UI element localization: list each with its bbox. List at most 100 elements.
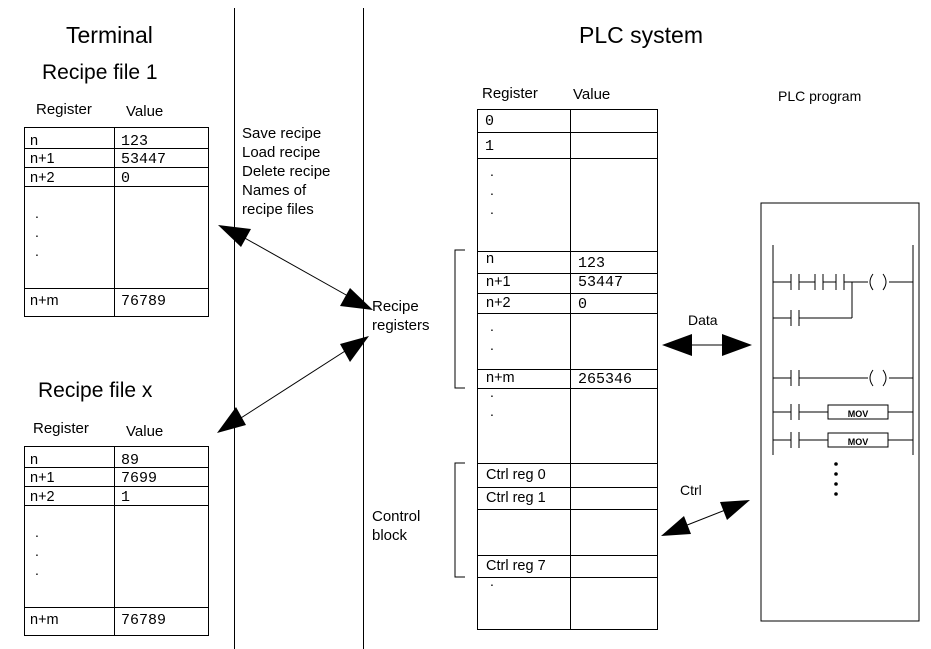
value-cell: 89	[121, 452, 140, 469]
register-cell: n+1	[30, 151, 55, 167]
table-row-divider	[478, 369, 657, 370]
table-row-divider	[478, 132, 657, 133]
table-column-divider	[114, 128, 115, 316]
register-cell: Ctrl reg 7	[486, 558, 546, 574]
value-cell: 123	[121, 133, 149, 150]
operation-line: Load recipe	[242, 144, 321, 161]
table-row: n	[30, 133, 38, 149]
ladder-branch	[773, 282, 853, 326]
value-cell: 1	[121, 489, 131, 506]
mov-block-label: MOV	[848, 409, 869, 419]
ladder-rung-3	[773, 404, 913, 420]
file1-register-header: Register	[36, 101, 92, 118]
plc-left-border	[363, 8, 364, 649]
continuation-dots: ...	[35, 524, 39, 578]
table-row-divider	[25, 186, 208, 187]
register-cell: 0	[485, 113, 495, 130]
value-cell: 0	[578, 296, 588, 313]
table-row-divider	[478, 158, 657, 159]
control-block-bracket	[454, 462, 465, 578]
transfer-arrow-file1	[218, 225, 373, 310]
operation-line: Names of	[242, 182, 307, 199]
operation-line: recipe files	[242, 201, 314, 218]
recipe-registers-bracket	[454, 249, 465, 389]
register-cell: n+m	[486, 370, 515, 386]
table-row-divider	[25, 148, 208, 149]
register-cell: n	[486, 251, 495, 267]
ladder-rung-4	[773, 432, 913, 448]
mov-block-label: MOV	[848, 437, 869, 447]
plc-register-table: 0 1 ... n 123 n+1 53447 n+2 0 .. n+m 265…	[477, 109, 658, 630]
ladder-continuation-dots	[834, 462, 838, 496]
table-row-divider	[25, 607, 208, 608]
terminal-right-border	[234, 8, 235, 649]
filex-value-header: Value	[126, 423, 164, 440]
table-row-divider	[478, 577, 657, 578]
filex-register-header: Register	[33, 420, 89, 437]
recipe-file-1-title: Recipe file 1	[42, 61, 158, 84]
register-cell: Ctrl reg 1	[486, 490, 546, 506]
table-row-divider	[478, 463, 657, 464]
terminal-title: Terminal	[66, 22, 153, 48]
table-column-divider	[114, 447, 115, 635]
value-cell: 265346	[578, 371, 633, 388]
table-row-divider	[478, 555, 657, 556]
register-cell: n+1	[486, 274, 511, 290]
register-cell: n+1	[30, 470, 55, 486]
recipe-operations-label: Save recipe Load recipe Delete recipe Na…	[242, 124, 330, 219]
value-cell: 123	[578, 255, 606, 272]
value-cell: 53447	[578, 274, 624, 291]
continuation-dots: ..	[490, 318, 494, 353]
file1-value-header: Value	[126, 103, 164, 120]
table-row-divider	[25, 486, 208, 487]
register-cell: n+2	[30, 170, 55, 186]
table-row-divider	[478, 293, 657, 294]
plc-program-box	[760, 202, 920, 622]
table-row-divider	[478, 487, 657, 488]
register-cell: n+2	[30, 489, 55, 505]
ctrl-arrow	[661, 500, 750, 536]
value-cell: 53447	[121, 151, 167, 168]
continuation-dots: .	[490, 573, 494, 589]
recipe-file-x-title: Recipe file x	[38, 379, 153, 402]
recipe-file-x-table: n 89 n+1 7699 n+2 1 ... n+m 76789	[24, 446, 209, 636]
value-cell: 7699	[121, 470, 158, 487]
table-row-divider	[25, 288, 208, 289]
table-row-divider	[478, 273, 657, 274]
plc-value-header: Value	[573, 86, 611, 103]
operation-line: Save recipe	[242, 125, 322, 142]
continuation-dots: ...	[35, 205, 39, 259]
plc-register-header: Register	[482, 85, 538, 102]
operation-line: Delete recipe	[242, 163, 331, 180]
register-cell: n+2	[486, 295, 511, 311]
data-arrow	[662, 334, 752, 356]
register-cell: 1	[485, 138, 495, 155]
table-row-divider	[478, 509, 657, 510]
table-row-divider	[25, 467, 208, 468]
recipe-registers-label: Recipe registers	[372, 298, 430, 334]
ctrl-label: Ctrl	[680, 482, 702, 498]
table-row-divider	[25, 505, 208, 506]
value-cell: 76789	[121, 293, 167, 310]
register-cell: n+m	[30, 293, 59, 309]
continuation-dots: ..	[490, 384, 494, 419]
continuation-dots: ...	[490, 163, 494, 217]
table-row-divider	[478, 313, 657, 314]
register-cell: n	[30, 452, 39, 468]
transfer-arrow-filex	[217, 336, 369, 433]
table-row-divider	[25, 167, 208, 168]
table-row-divider	[478, 251, 657, 252]
data-label: Data	[688, 312, 718, 328]
recipe-file-1-table: n 123 n+1 53447 n+2 0 ... n+m 76789	[24, 127, 209, 317]
ladder-rung-2	[773, 369, 913, 387]
plc-program-title: PLC program	[778, 88, 862, 104]
control-block-label: Control block	[372, 508, 421, 544]
plc-system-title: PLC system	[579, 22, 703, 48]
register-cell: Ctrl reg 0	[486, 467, 546, 483]
table-row-divider	[478, 388, 657, 389]
register-cell: n+m	[30, 612, 59, 628]
ladder-rung-1	[773, 273, 913, 291]
value-cell: 76789	[121, 612, 167, 629]
value-cell: 0	[121, 170, 131, 187]
